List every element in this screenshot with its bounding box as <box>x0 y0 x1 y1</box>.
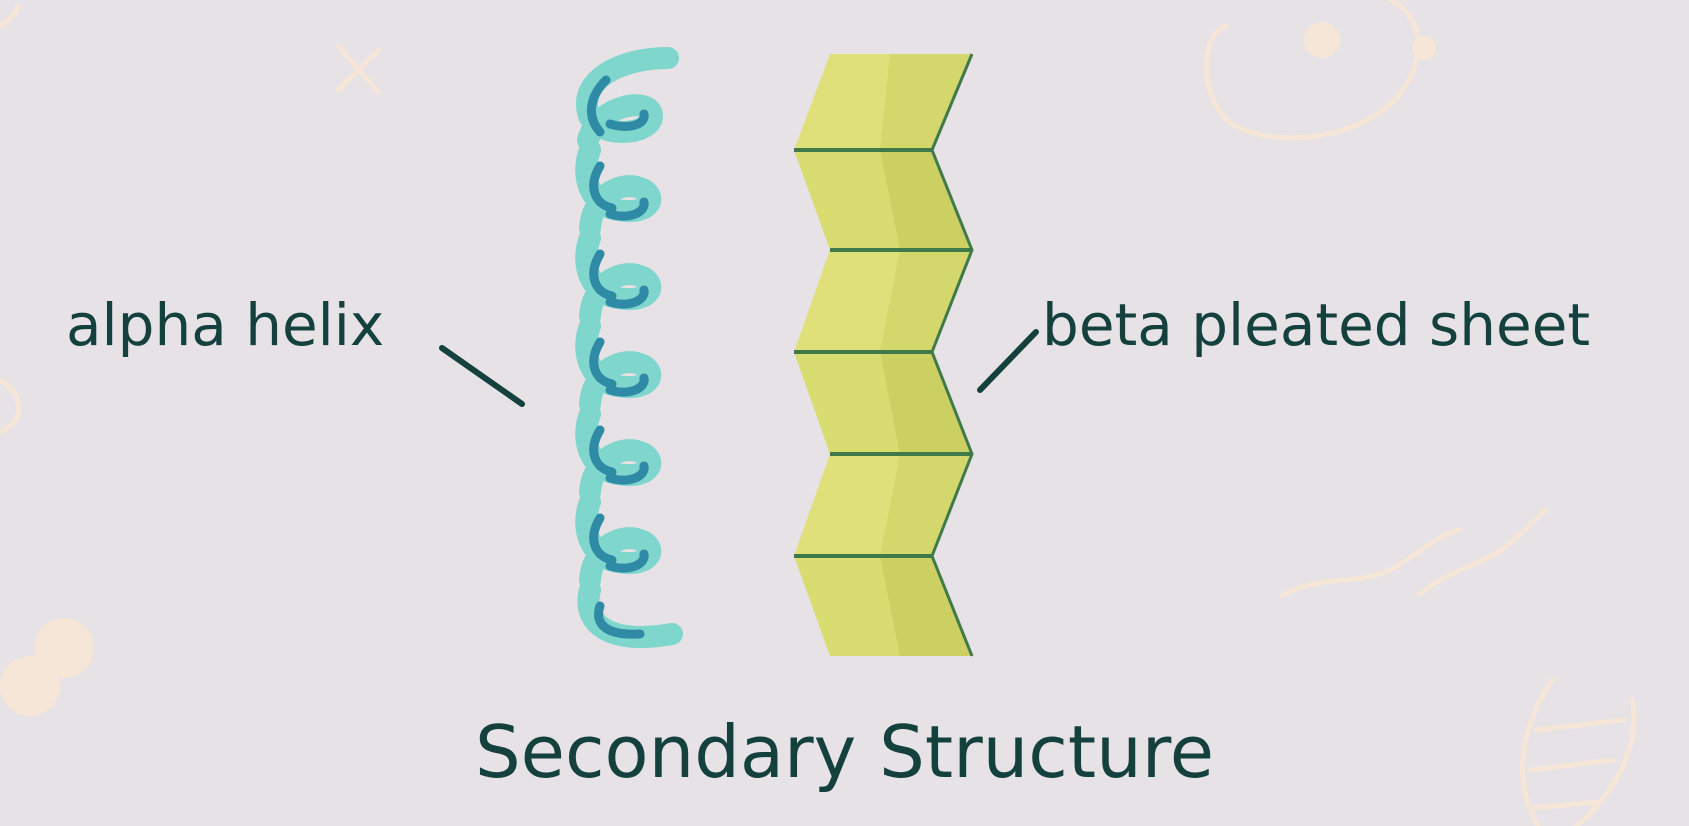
diagram-title: Secondary Structure <box>474 710 1215 794</box>
alpha-connector-line <box>439 345 525 407</box>
edge-doodle <box>0 377 22 435</box>
edge-doodle-top <box>0 3 21 29</box>
beta-connector-line <box>977 329 1039 393</box>
label-connectors <box>439 329 1039 407</box>
dna-icon <box>1520 677 1637 826</box>
cross-icon <box>335 43 382 95</box>
cell-icon <box>1203 0 1436 141</box>
background-doodles <box>0 0 1637 826</box>
alpha-helix-icon <box>575 47 683 648</box>
beta-sheet-icon <box>794 53 974 657</box>
blob-doodle <box>0 618 94 716</box>
alpha-helix-label: alpha helix <box>66 291 385 359</box>
squiggle-icon <box>1279 507 1549 599</box>
beta-sheet-label: beta pleated sheet <box>1042 291 1591 359</box>
